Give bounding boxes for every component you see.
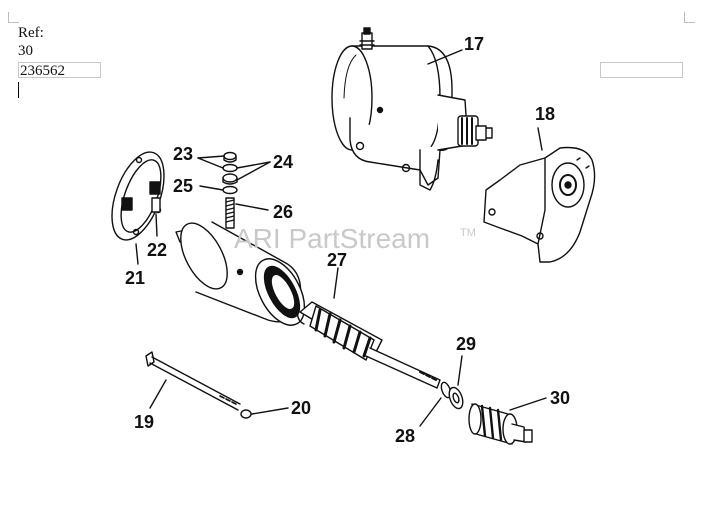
callout-22: 22 [147,240,167,260]
callout-26: 26 [273,202,293,222]
right-input-field[interactable] [600,62,683,78]
starter-motor-assembly[interactable] [331,27,493,191]
callout-24: 24 [273,152,293,172]
through-bolt-nut[interactable] [240,409,252,419]
leader-27 [333,267,339,299]
text-caret [18,82,19,98]
leader-24 [236,161,271,169]
commutator-end-plate[interactable] [102,145,175,247]
leader-28 [419,397,442,427]
leader-19 [149,379,167,409]
drive-pinion[interactable] [468,403,533,445]
callout-29: 29 [456,334,476,354]
ref-panel: Ref: 30 [18,24,44,60]
leader-30 [509,397,547,411]
callout-28: 28 [395,426,415,446]
crop-mark-top-left [8,12,19,23]
watermark-tm: TM [460,227,476,239]
leader-26 [235,203,269,211]
leader-18 [537,127,543,151]
callout-18: 18 [535,104,555,124]
thrust-washer[interactable] [440,381,453,399]
terminal-hardware-stack[interactable] [222,151,238,229]
leader-22 [155,213,158,237]
watermark-text: ARI PartStream [234,223,430,254]
leader-23b [197,157,224,169]
ref-label: Ref: [18,25,44,41]
callout-25: 25 [173,176,193,196]
crop-mark-top-right [684,12,695,23]
field-frame-housing[interactable] [171,216,314,333]
leader-17 [427,49,463,65]
leader-24b [236,161,271,181]
callout-20: 20 [291,398,311,418]
callout-19: 19 [134,412,154,432]
leader-23 [197,155,225,159]
callout-30: 30 [550,388,570,408]
part-number-field[interactable]: 236562 [18,62,101,79]
leader-21 [135,243,139,265]
leader-29 [457,355,463,386]
leader-20 [251,407,289,415]
callout-17: 17 [464,34,484,54]
through-bolt[interactable] [145,351,241,411]
callout-23: 23 [173,144,193,164]
spacer-washer[interactable] [447,386,466,411]
ref-number: 30 [18,43,33,59]
armature[interactable] [296,301,441,389]
callout-21: 21 [125,268,145,288]
drive-end-bracket[interactable] [483,146,596,263]
leader-25 [199,185,224,191]
callout-27: 27 [327,250,347,270]
brush-screw[interactable] [151,197,161,213]
